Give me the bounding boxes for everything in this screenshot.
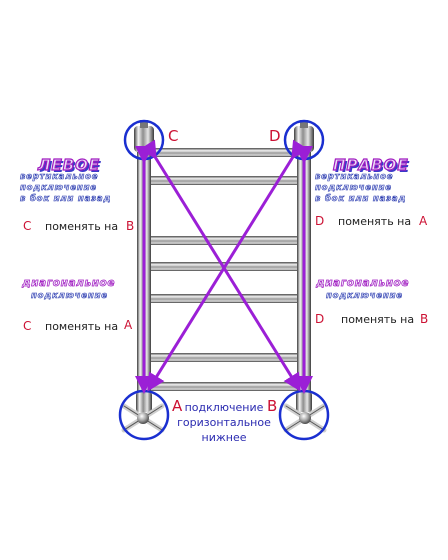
bottom-label-line3: нижнее <box>201 430 247 444</box>
valve-icon <box>121 392 165 433</box>
top-right-fitting <box>294 120 314 152</box>
corner-label-bottom-right: B <box>267 397 278 415</box>
right-swap2-text: поменять на <box>341 313 415 326</box>
corner-label-bottom-left: A <box>172 397 183 415</box>
left-swap1-to: B <box>126 219 135 233</box>
left-swap1-text: поменять на <box>45 220 119 233</box>
bottom-label-line1: подключение <box>184 401 264 414</box>
right-panel-title: ПРАВОЕ <box>332 156 409 174</box>
right-swap1-from: D <box>315 214 325 228</box>
right-panel-subtitle-line1: вертикальное <box>315 172 394 182</box>
right-diagonal-title-line2: подключение <box>326 291 403 301</box>
valve-icon <box>283 392 327 433</box>
right-swap1-text: поменять на <box>338 215 412 228</box>
left-swap2-from: C <box>23 319 32 333</box>
flow-arrows <box>135 139 313 394</box>
right-swap2-to: B <box>420 312 429 326</box>
corner-label-top-right: D <box>269 127 281 145</box>
left-swap1-from: C <box>23 219 32 233</box>
bottom-label-line2: горизонтальное <box>177 415 271 429</box>
corner-label-top-left: C <box>168 127 179 145</box>
bottom-connection-label: подключение горизонтальное нижнее <box>164 401 284 446</box>
right-diagonal-title-line1: диагональное <box>316 277 410 289</box>
right-swap2-from: D <box>315 312 325 326</box>
left-panel-subtitle-line1: вертикальное <box>20 172 99 182</box>
right-panel-subtitle-line3: в бок или назад <box>315 194 407 204</box>
left-swap2-to: A <box>124 318 133 332</box>
left-diagonal-title-line1: диагональное <box>22 277 116 289</box>
right-swap1-to: A <box>419 214 428 228</box>
left-panel-subtitle-line2: подключение <box>20 183 97 193</box>
left-panel-title: ЛЕВОЕ <box>37 156 101 174</box>
right-panel-subtitle-line2: подключение <box>315 183 392 193</box>
left-panel-subtitle-line3: в бок или назад <box>20 194 112 204</box>
corner-highlight-circles <box>118 119 330 441</box>
left-diagonal-title-line2: подключение <box>31 291 108 301</box>
left-swap2-text: поменять на <box>45 320 119 333</box>
top-left-fitting <box>134 120 154 152</box>
